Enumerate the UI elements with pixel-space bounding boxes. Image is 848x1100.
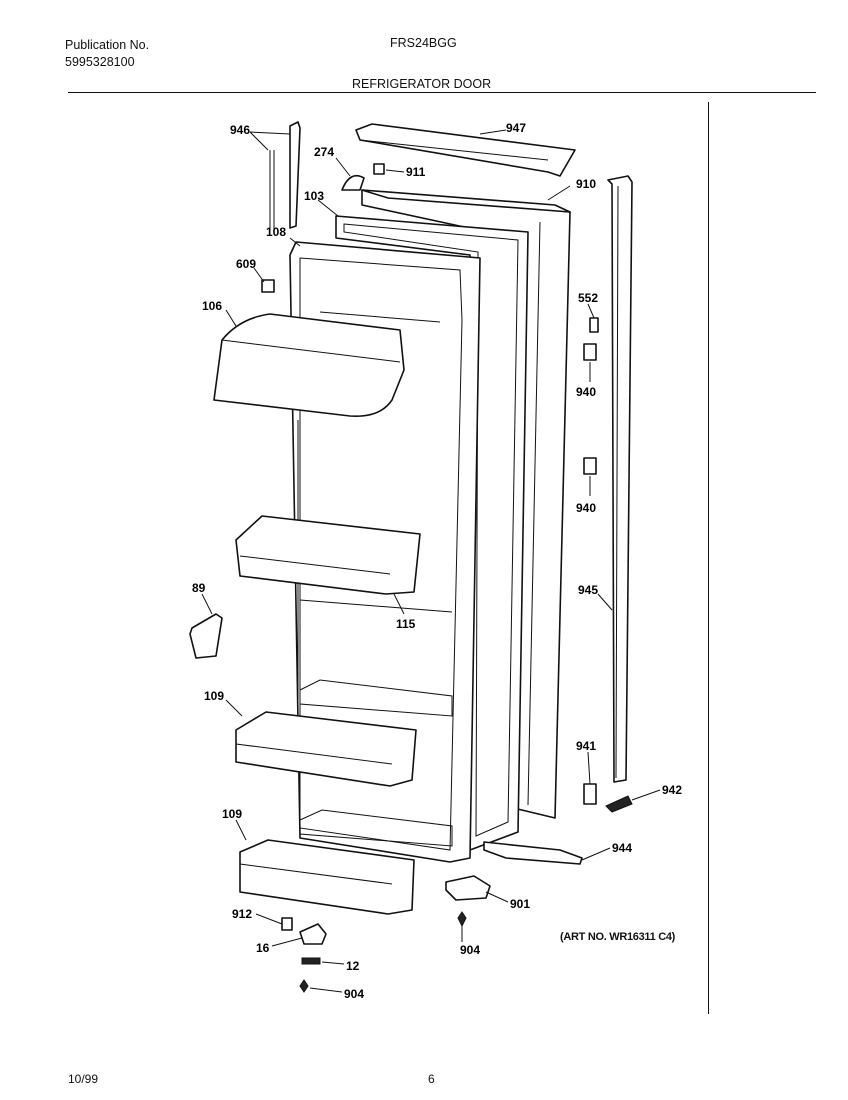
part-12 bbox=[301, 957, 321, 965]
part-label: 940 bbox=[576, 501, 596, 515]
footer-date: 10/99 bbox=[68, 1072, 99, 1086]
part-label: 12 bbox=[346, 959, 360, 973]
trim-strips bbox=[269, 121, 301, 230]
part-label: 109 bbox=[222, 807, 242, 821]
part-904-right bbox=[457, 911, 467, 928]
part-label: 945 bbox=[578, 583, 598, 597]
dairy-door bbox=[213, 311, 441, 417]
part-label: 552 bbox=[578, 291, 598, 305]
part-911 bbox=[373, 163, 385, 175]
part-label: 103 bbox=[304, 189, 324, 203]
leader-lines bbox=[201, 129, 661, 993]
part-16 bbox=[299, 923, 327, 945]
part-label: 947 bbox=[506, 121, 526, 135]
part-labels: 946 947 274 911 910 103 108 609 106 552 … bbox=[192, 121, 682, 1001]
liner-shelves bbox=[299, 599, 453, 847]
part-912 bbox=[281, 917, 293, 931]
part-label: 946 bbox=[230, 123, 250, 137]
part-940-lower bbox=[583, 457, 597, 475]
part-942 bbox=[605, 795, 633, 813]
part-label: 912 bbox=[232, 907, 252, 921]
part-label: 108 bbox=[266, 225, 286, 239]
part-label: 901 bbox=[510, 897, 530, 911]
model-number: FRS24BGG bbox=[390, 36, 457, 50]
part-904-lower bbox=[299, 979, 309, 993]
door-bin-lower bbox=[239, 839, 415, 915]
publication-label: Publication No. bbox=[65, 38, 150, 52]
part-901 bbox=[445, 875, 491, 901]
right-margin-rule bbox=[708, 102, 709, 1014]
part-274-handle-clip bbox=[341, 174, 365, 191]
part-label: 115 bbox=[396, 617, 416, 631]
part-label: 941 bbox=[576, 739, 596, 753]
part-label: 89 bbox=[192, 581, 206, 595]
section-title: REFRIGERATOR DOOR bbox=[352, 77, 492, 91]
part-label: 940 bbox=[576, 385, 596, 399]
handle-trim bbox=[607, 175, 633, 783]
part-label: 910 bbox=[576, 177, 596, 191]
part-940-upper bbox=[583, 343, 597, 361]
part-label: 904 bbox=[460, 943, 480, 957]
part-label: 106 bbox=[202, 299, 222, 313]
part-label: 944 bbox=[612, 841, 632, 855]
part-552 bbox=[589, 317, 599, 333]
header-rule bbox=[68, 92, 816, 93]
part-label: 911 bbox=[406, 165, 426, 179]
page-number: 6 bbox=[428, 1072, 435, 1086]
part-label: 274 bbox=[314, 145, 334, 159]
hinge-bracket bbox=[483, 841, 583, 865]
part-label: 109 bbox=[204, 689, 224, 703]
door-bin-upper bbox=[235, 711, 417, 787]
door-shelf-115 bbox=[235, 515, 421, 595]
part-label: 942 bbox=[662, 783, 682, 797]
top-cap bbox=[355, 123, 576, 177]
part-941 bbox=[583, 783, 597, 805]
publication-number: 5995328100 bbox=[65, 55, 135, 69]
part-label: 609 bbox=[236, 257, 256, 271]
part-609 bbox=[261, 279, 275, 293]
part-label: 16 bbox=[256, 941, 270, 955]
art-number: (ART NO. WR16311 C4) bbox=[560, 931, 676, 943]
part-label: 904 bbox=[344, 987, 364, 1001]
part-89 bbox=[189, 613, 223, 659]
